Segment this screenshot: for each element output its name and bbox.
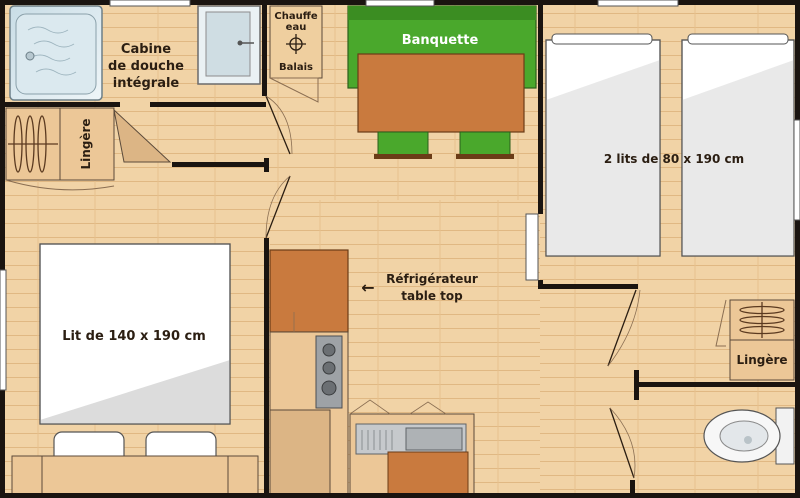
double-bed xyxy=(39,243,231,425)
linen-cupboard-door-swing xyxy=(5,179,115,191)
nightstands xyxy=(41,456,229,496)
sink-bowl xyxy=(405,427,463,451)
kitchen-cabinet-front xyxy=(387,451,469,498)
linen-left-label: Lingère xyxy=(79,118,93,169)
counter-cabinet xyxy=(269,409,331,497)
linen-right-door xyxy=(715,299,727,347)
closet-door xyxy=(269,77,319,103)
bench-label: Banquette xyxy=(402,33,479,48)
twin-bed-right xyxy=(681,39,795,257)
stool-left xyxy=(374,131,432,159)
shower-water-lines xyxy=(27,26,77,76)
bench-top-band xyxy=(348,6,536,20)
water-heater-label-line2: eau xyxy=(286,22,307,33)
linen-right-label: Lingère xyxy=(736,353,787,367)
twin-beds-label: 2 lits de 80 x 190 cm xyxy=(604,152,744,166)
toilet-icon xyxy=(703,407,795,465)
hangers-right xyxy=(739,302,785,338)
shower-drain-icon xyxy=(25,51,35,61)
dining-table xyxy=(357,53,525,133)
shower-label-line2: de douche xyxy=(108,59,184,74)
windows xyxy=(0,0,800,391)
broom-closet-label: Balais xyxy=(279,62,313,73)
shower-basin xyxy=(15,13,97,95)
linen-cupboard-door xyxy=(113,108,172,163)
water-heater-icon xyxy=(286,34,306,54)
kitchen-cabinet-door-swings xyxy=(293,312,447,415)
double-bed-label: Lit de 140 x 190 cm xyxy=(62,329,206,344)
shower-label-line3: intégrale xyxy=(113,76,180,91)
stool-right xyxy=(456,131,514,159)
fridge-arrow-icon: ← xyxy=(361,278,374,297)
washbasin-bowl xyxy=(205,11,251,77)
doors xyxy=(265,95,641,479)
fridge-label-line2: table top xyxy=(401,289,463,303)
fridge-table-top xyxy=(269,249,349,333)
hangers-left xyxy=(8,115,58,173)
water-heater-label-line1: Chauffe xyxy=(274,11,317,22)
fridge-label-line1: Réfrigérateur xyxy=(386,272,478,286)
twin-bed-headboards xyxy=(551,33,789,45)
sink-drainboard-lines xyxy=(361,430,393,450)
twin-bed-left xyxy=(545,39,661,257)
stove-burners xyxy=(321,343,337,396)
shower-label-line1: Cabine xyxy=(121,42,171,57)
double-bed-headboard xyxy=(11,455,259,497)
